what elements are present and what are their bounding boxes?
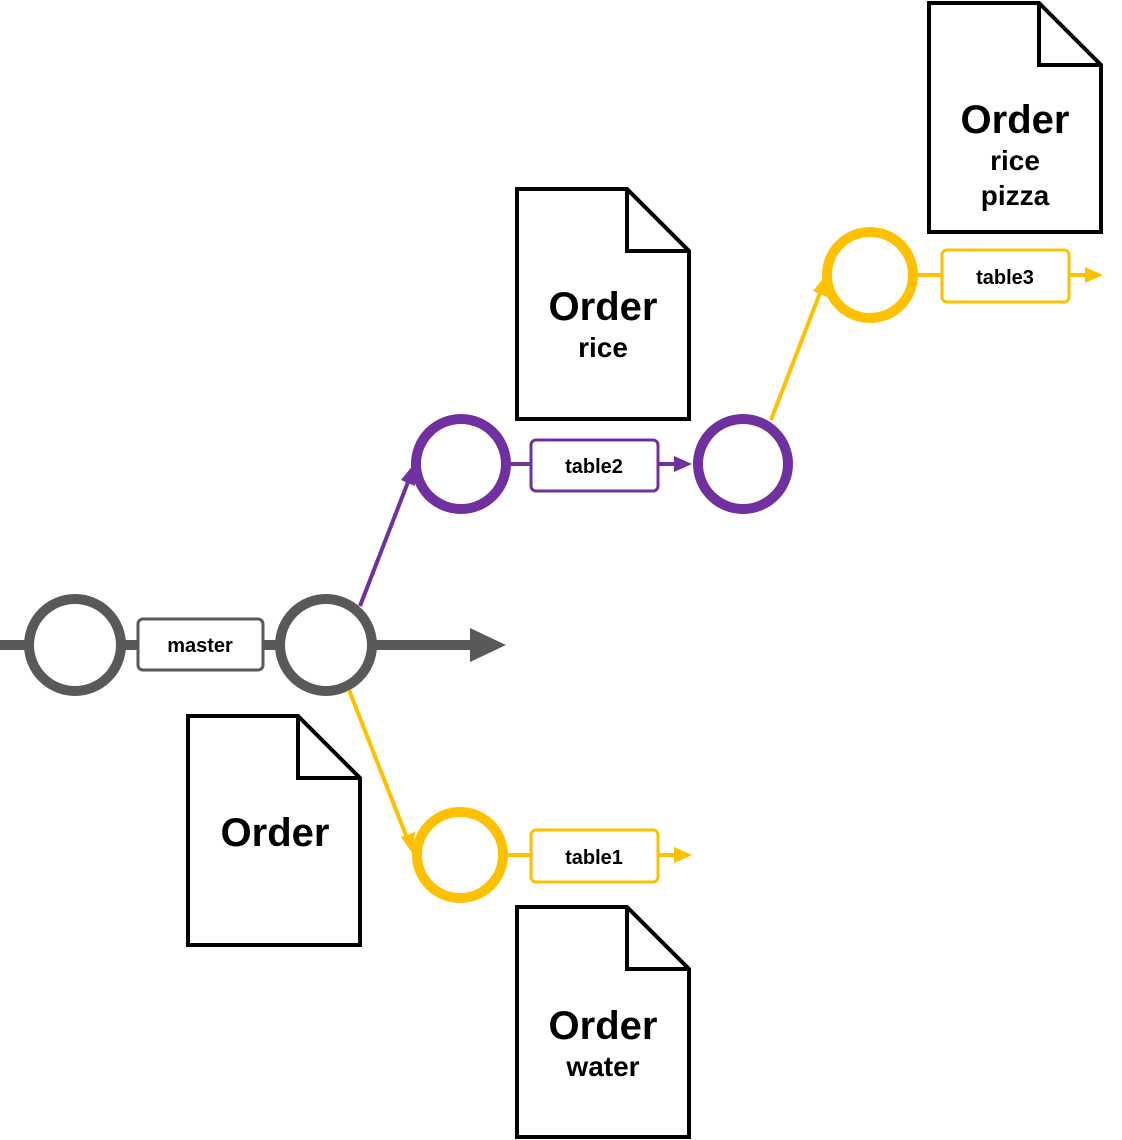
document-table1-title: Order — [549, 1004, 658, 1048]
document-master-title: Order — [221, 811, 330, 855]
document-table2-line-1: rice — [578, 332, 628, 363]
table1-branch-arrow — [401, 832, 415, 854]
table3-tail-arrow — [1085, 267, 1103, 283]
document-table1-fold-icon — [625, 907, 689, 971]
document-table3: Order rice pizza — [927, 1, 1103, 234]
document-table2-fold-icon — [625, 189, 689, 253]
document-table1-page-icon — [515, 905, 691, 1139]
table1-branch-line — [347, 689, 409, 839]
table2-commit-1[interactable] — [411, 414, 511, 514]
document-table2-title: Order — [549, 285, 658, 329]
table2-commit-2[interactable] — [693, 414, 793, 514]
document-master-page-icon — [186, 714, 362, 947]
master-arrow-head — [470, 628, 506, 662]
document-table3-title: Order — [961, 98, 1070, 142]
document-table1: Order water — [515, 905, 691, 1139]
table3-branch-label: table3 — [976, 267, 1034, 289]
table1-commit[interactable] — [412, 807, 508, 903]
document-table3-line-2: pizza — [981, 180, 1050, 211]
master-branch-tag[interactable] — [136, 617, 265, 672]
master-commit-1[interactable] — [24, 594, 126, 696]
document-table3-line-1: rice — [990, 145, 1040, 176]
table3-branch-line — [769, 292, 822, 421]
table2-connector-arrow — [674, 456, 692, 472]
document-table2-page-icon — [515, 187, 691, 421]
document-table2: Order rice — [515, 187, 691, 421]
document-master-fold-icon — [296, 716, 360, 780]
table1-branch-label: table1 — [565, 847, 623, 869]
table2-branch-line — [358, 481, 410, 607]
table2-branch-label: table2 — [565, 456, 623, 478]
document-table3-fold-icon — [1037, 3, 1101, 67]
master-branch-label: master — [167, 635, 233, 657]
table1-tail-arrow — [674, 847, 692, 863]
document-table1-line-1: water — [565, 1051, 639, 1082]
table3-commit[interactable] — [822, 227, 918, 323]
master-commit-2[interactable] — [275, 594, 377, 696]
document-table3-page-icon — [927, 1, 1103, 234]
document-master: Order — [186, 714, 362, 947]
